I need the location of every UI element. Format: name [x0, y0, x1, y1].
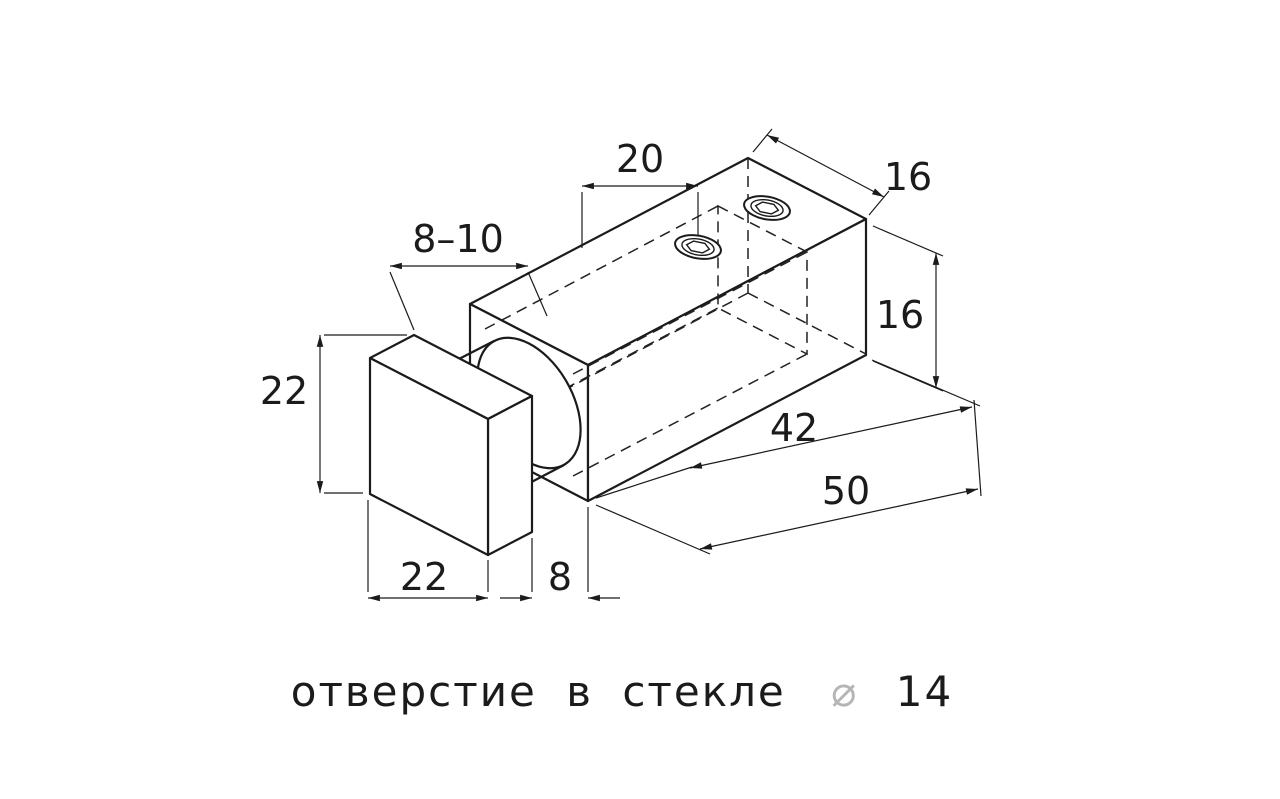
- dim-22-bottom: 22: [367, 500, 489, 602]
- dim-42-label: 42: [770, 406, 818, 450]
- note-value: 14: [896, 667, 953, 716]
- screw-right-hex-socket-icon: [752, 200, 782, 215]
- dim-16-right-label: 16: [876, 293, 924, 337]
- dim-42: 42: [595, 359, 981, 499]
- dim-22-bottom-label: 22: [400, 555, 448, 599]
- dim-50: 50: [595, 399, 982, 555]
- screw-right: [735, 191, 799, 224]
- plate-front-face: [368, 356, 490, 557]
- hidden-cavity-edge-2: [572, 251, 808, 375]
- note-caption: отверстие в стекле: [291, 667, 786, 716]
- cylinder-side-top: [453, 339, 496, 363]
- dim-50-label: 50: [822, 469, 870, 513]
- dim-22-left: 22: [260, 334, 407, 494]
- dim-16-top: 16: [752, 128, 932, 216]
- plate-side-face: [486, 394, 534, 557]
- block-front-face: [586, 217, 868, 503]
- dim-20-label: 20: [616, 137, 664, 181]
- hidden-bottom-edge-right: [747, 292, 867, 355]
- dim-22-left-label: 22: [260, 369, 308, 413]
- hidden-cavity-edge-1: [484, 205, 719, 330]
- dim-8-10: 8–10: [389, 217, 548, 331]
- screw-left: [666, 230, 730, 263]
- screw-left-hex-socket-icon: [683, 239, 713, 254]
- diameter-symbol-icon: ⌀: [831, 667, 858, 716]
- hidden-cavity-end: [717, 204, 808, 356]
- dim-8-bottom: 8: [500, 507, 620, 602]
- note-text: отверстие в стекле ⌀ 14: [291, 667, 953, 716]
- clamp-plate: [368, 333, 534, 557]
- dim-20: 20: [581, 137, 699, 248]
- dim-8-bottom-label: 8: [548, 555, 572, 599]
- svg-text:отверстие в стекле ⌀: отверстие в стекле ⌀ 14: [291, 667, 953, 716]
- dim-16-top-label: 16: [884, 155, 932, 199]
- dim-16-right: 16: [872, 225, 944, 392]
- dim-8-10-label: 8–10: [412, 217, 504, 261]
